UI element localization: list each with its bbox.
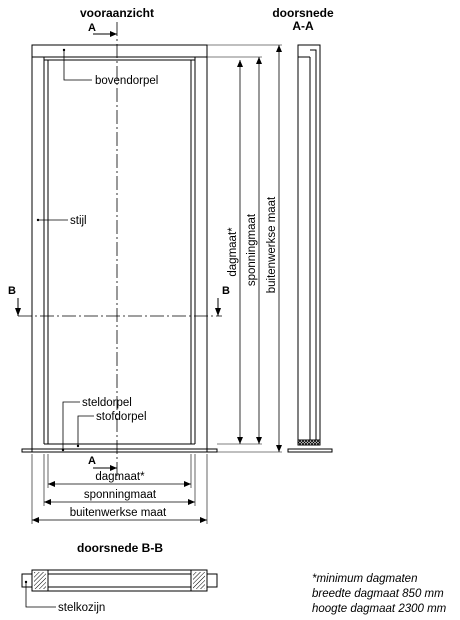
section-mark-a-bottom: A [88,455,117,471]
dim-label-dagmaat-v: dagmaat* [227,227,239,277]
dim-sponningmaat-horizontal: sponningmaat [43,454,196,506]
leader-bovendorpel [63,50,92,81]
leader-stelkozijn [25,582,56,608]
section-aa-frame-profile [297,44,321,446]
section-letter-b-left: B [8,285,16,297]
section-bb-title: doorsnede B-B [77,541,163,555]
section-letter-a-top: A [88,22,96,34]
label-stijl: stijl [70,215,87,227]
section-mark-a-top: A [88,22,117,37]
label-steldorpel: steldorpel [82,397,132,409]
section-bb-drawing [21,569,218,592]
section-aa-subtitle: A-A [292,19,314,33]
section-bb-left-subframe [21,573,33,588]
section-aa-drawing [287,44,333,453]
dim-sponningmaat-vertical: sponningmaat [246,57,262,444]
dim-label-sponningmaat-h: sponningmaat [84,489,157,501]
dim-label-buitenwerkse-v: buitenwerkse maat [266,196,278,293]
dim-buitenwerkse-horizontal: buitenwerkse maat [31,454,208,524]
label-bovendorpel: bovendorpel [95,75,158,87]
section-letter-b-right: B [222,285,230,297]
dim-dagmaat-horizontal: dagmaat* [47,454,192,488]
dim-label-dagmaat-h: dagmaat* [95,471,145,483]
section-aa-threshold [287,448,333,453]
section-bb-right-subframe [206,573,218,588]
leader-steldorpel [62,401,80,450]
front-view [21,44,218,453]
label-stelkozijn: stelkozijn [58,602,105,614]
section-mark-b-right: B [215,285,230,316]
note-line-3: hoogte dagmaat 2300 mm [312,603,447,615]
dim-buitenwerkse-vertical: buitenwerkse maat [266,45,282,452]
dim-label-buitenwerkse-h: buitenwerkse maat [70,507,167,519]
dim-dagmaat-vertical: dagmaat* [227,60,243,444]
dim-label-sponningmaat-v: sponningmaat [246,213,258,286]
frame-outer-outline [31,44,208,453]
section-aa-sill-block [297,439,321,446]
label-stofdorpel: stofdorpel [96,411,147,423]
note-line-1: *minimum dagmaten [312,573,417,585]
section-letter-a-bottom: A [88,455,96,467]
section-aa-title: doorsnede [272,6,334,20]
leader-stofdorpel [77,415,94,446]
front-view-title: vooraanzicht [80,6,154,20]
section-mark-b-left: B [8,285,21,316]
threshold-plate [21,448,218,453]
extension-lines-vertical [195,44,282,453]
note-line-2: breedte dagmaat 850 mm [312,588,444,600]
